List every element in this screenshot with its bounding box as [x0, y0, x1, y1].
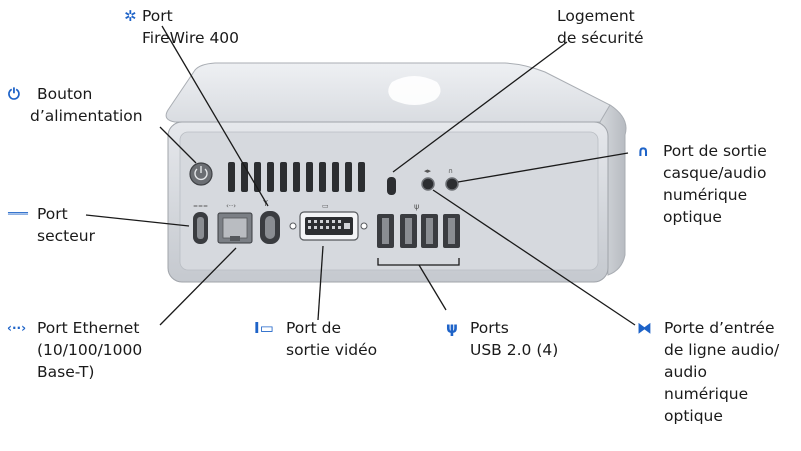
audio-in-port	[421, 177, 435, 191]
usb-ports: ψ	[377, 202, 460, 248]
power-icon: ⏻	[8, 85, 20, 103]
label-ethernet: Port Ethernet (10/100/1000 Base-T)	[37, 319, 143, 381]
usb-icon: ψ	[446, 319, 458, 337]
security-slot	[387, 177, 396, 195]
dvi-port: ▭	[289, 202, 368, 241]
svg-text:ψ: ψ	[414, 202, 419, 211]
label-video-out: Port de sortie vidéo	[286, 319, 378, 359]
label-power-button: Bouton d’alimentation	[30, 85, 143, 125]
svg-text:===: ===	[193, 203, 208, 210]
callout-lines	[85, 25, 636, 326]
svg-text:‹··›: ‹··›	[226, 202, 236, 210]
svg-text:◂▸: ◂▸	[424, 167, 432, 175]
usb-bracket	[377, 258, 460, 266]
headphone-port	[445, 177, 459, 191]
apple-logo	[388, 76, 441, 105]
power-button	[189, 162, 213, 186]
svg-text:Y: Y	[262, 199, 268, 208]
firewire-icon: ✲	[124, 7, 137, 25]
label-audio-in: Porte d’entrée de ligne audio/ audio num…	[664, 319, 780, 425]
audio-in-icon: ⧓	[637, 319, 652, 337]
label-headphone-port: Port de sortie casque/audio numérique op…	[663, 142, 767, 226]
label-dc-in: Port secteur	[37, 205, 95, 245]
case-inner-panel	[179, 131, 599, 271]
svg-text:▭: ▭	[322, 202, 329, 210]
headphone-icon: ∩	[637, 142, 650, 160]
label-usb: Ports USB 2.0 (4)	[470, 319, 559, 359]
video-out-icon: I▭	[254, 319, 274, 337]
dc-power-icon: ═══	[8, 207, 28, 220]
svg-text:∩: ∩	[448, 167, 453, 175]
vents	[228, 162, 365, 192]
ethernet-icon: ‹··›	[7, 321, 27, 335]
label-firewire: Port FireWire 400	[142, 7, 240, 47]
label-security-slot: Logement de sécurité	[557, 7, 644, 47]
